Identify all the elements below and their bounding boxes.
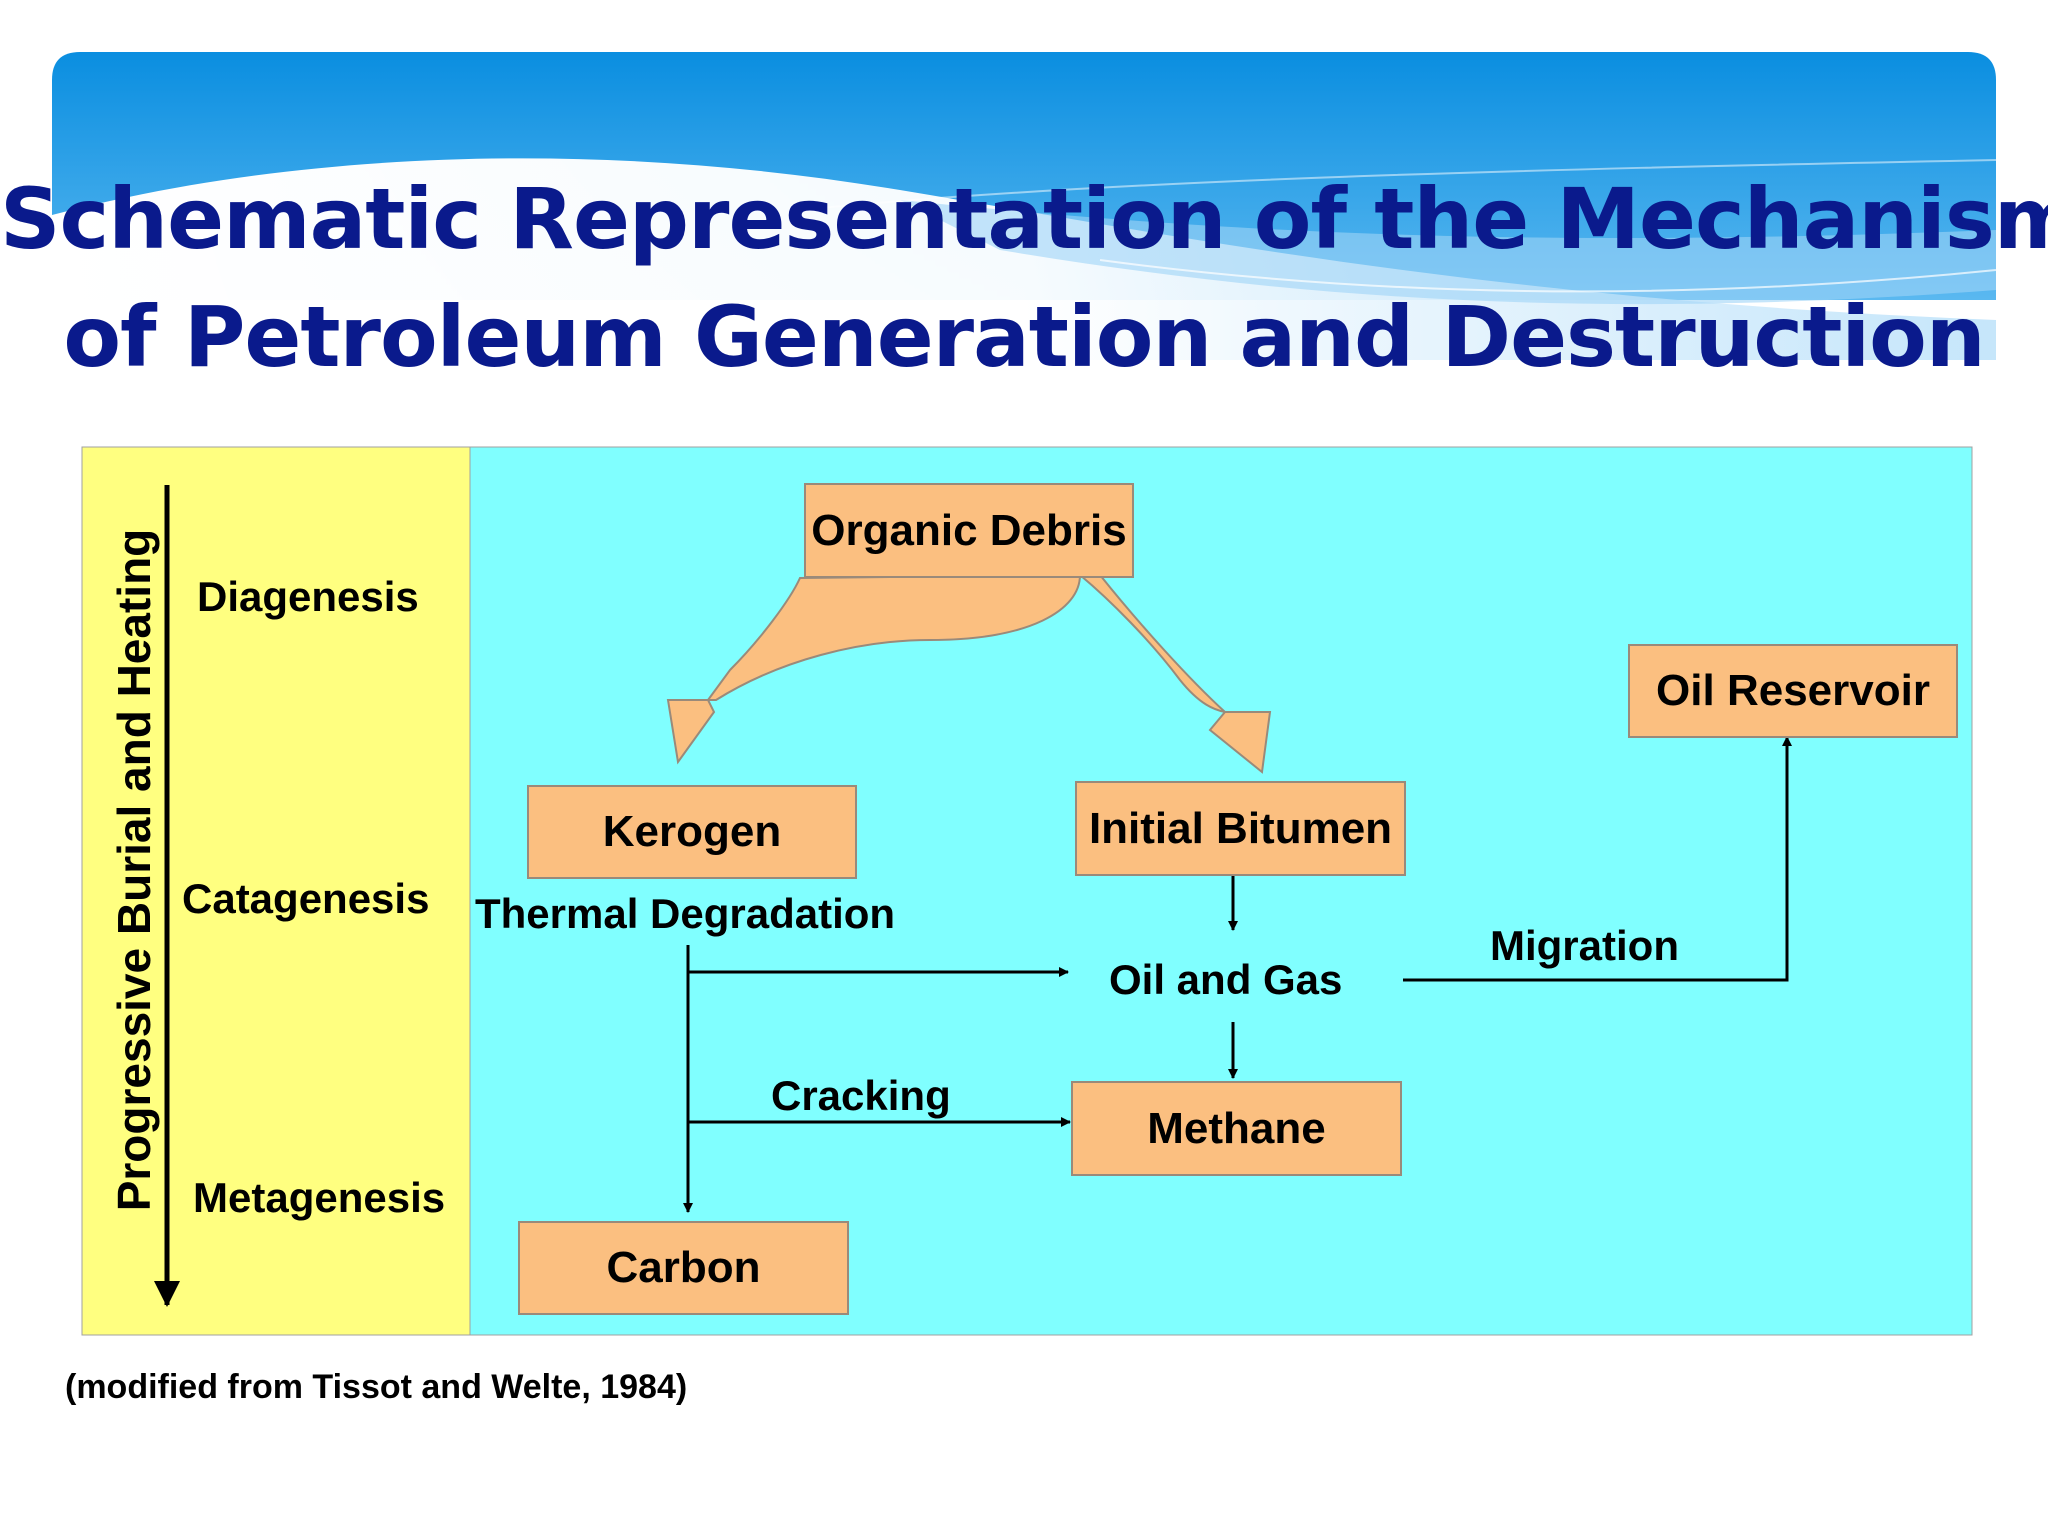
- process-panel: [469, 446, 1973, 1336]
- burial-heating-label: Progressive Burial and Heating: [108, 528, 160, 1212]
- header-banner: [52, 52, 1997, 360]
- stage-panel: [81, 446, 471, 1336]
- box-carbon: Carbon: [518, 1221, 849, 1315]
- stage-diagenesis: Diagenesis: [197, 573, 419, 620]
- source-caption: (modified from Tissot and Welte, 1984): [65, 1368, 688, 1406]
- curved-arrow-to-kerogen: [666, 573, 1082, 765]
- title-line-1: Schematic Representation of the Mechanis…: [0, 170, 2048, 268]
- label-migration: Migration: [1490, 922, 1679, 969]
- box-methane: Methane: [1071, 1081, 1402, 1176]
- label-oil-and-gas: Oil and Gas: [1109, 956, 1343, 1003]
- migration-arrow: [1403, 736, 1792, 982]
- title-line-2: of Petroleum Generation and Destruction: [63, 288, 1985, 386]
- curved-arrow-to-bitumen: [1077, 574, 1272, 774]
- stage-catagenesis: Catagenesis: [182, 875, 430, 922]
- label-cracking: Cracking: [771, 1072, 951, 1119]
- box-organic-debris: Organic Debris: [804, 483, 1134, 578]
- box-initial-bitumen: Initial Bitumen: [1075, 781, 1406, 876]
- slide-title: Schematic Representation of the Mechanis…: [0, 160, 2048, 396]
- box-kerogen: Kerogen: [527, 785, 857, 879]
- stage-metagenesis: Metagenesis: [193, 1174, 446, 1221]
- label-thermal-degradation: Thermal Degradation: [475, 890, 896, 937]
- box-oil-reservoir: Oil Reservoir: [1628, 644, 1958, 738]
